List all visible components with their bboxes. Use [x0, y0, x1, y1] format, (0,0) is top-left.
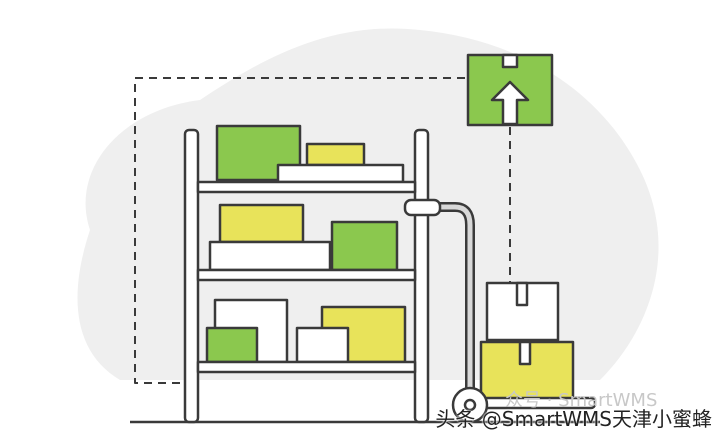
- box-yellow: [305, 142, 366, 167]
- box-white: [295, 326, 350, 364]
- dashed-route-line: [134, 77, 465, 384]
- shelf-board-middle: [196, 268, 417, 282]
- shelf-post-right: [413, 128, 430, 424]
- box-white: [208, 240, 332, 272]
- box-white: [276, 163, 405, 184]
- watermark-faint: 众号 · SmartWMS: [505, 390, 658, 411]
- hand-truck: [403, 198, 597, 424]
- box-yellow: [218, 203, 305, 244]
- watermark-main: 头条 @SmartWMS天津小蜜蜂: [435, 407, 712, 431]
- upload-box-icon: [466, 53, 554, 127]
- shelf-post-left: [183, 128, 200, 424]
- box-green: [205, 326, 259, 364]
- box-green: [330, 220, 399, 272]
- shelf-board-top: [196, 180, 417, 194]
- shelf-board-bottom: [196, 360, 417, 374]
